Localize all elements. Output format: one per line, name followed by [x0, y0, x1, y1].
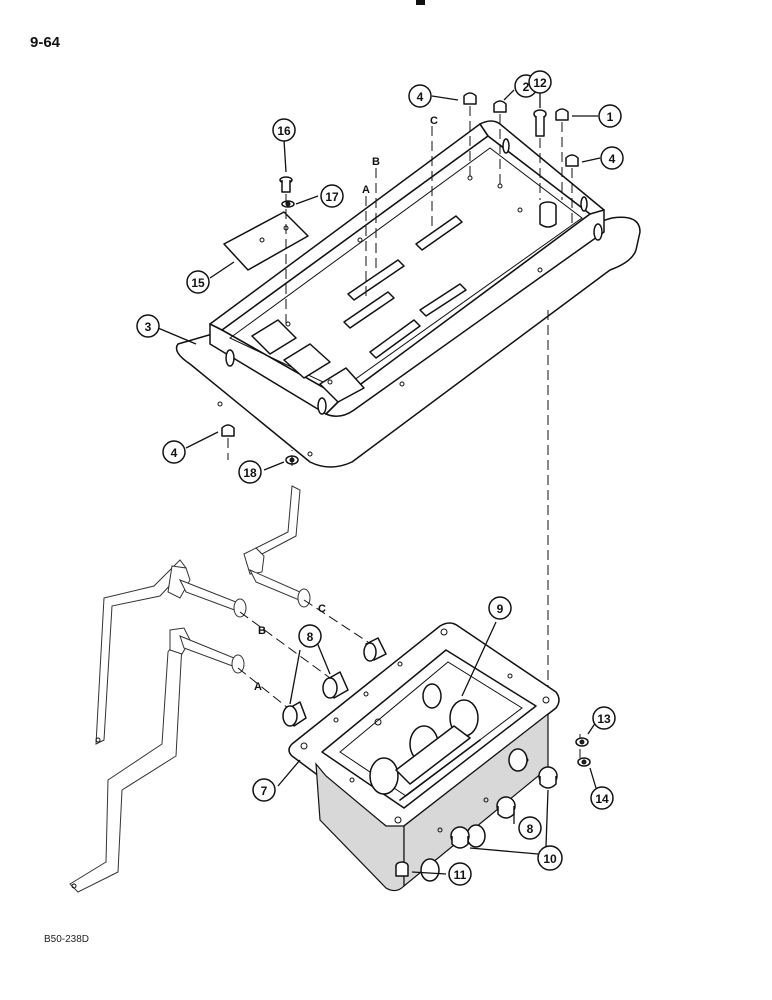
svg-text:4: 4: [609, 152, 616, 166]
callout-16: 16: [272, 118, 296, 142]
assembly-lines-upper: [227, 106, 573, 700]
callout-4c: 4: [162, 440, 186, 464]
shift-levers: [69, 485, 311, 893]
svg-text:11: 11: [454, 868, 467, 882]
svg-text:2: 2: [523, 80, 530, 94]
svg-text:15: 15: [191, 276, 205, 290]
svg-text:17: 17: [325, 190, 339, 204]
slot-label-a-upper: A: [362, 184, 370, 196]
svg-text:16: 16: [277, 124, 291, 138]
bushings: [282, 637, 387, 727]
slot-label-c-lower: C: [318, 603, 326, 615]
leader-arrows: [157, 89, 601, 875]
callout-8a: 8: [298, 624, 322, 648]
svg-text:4: 4: [417, 90, 424, 104]
svg-text:7: 7: [261, 784, 268, 798]
lever-housing: [288, 622, 560, 892]
slot-label-b-upper: B: [372, 156, 380, 168]
callout-1: 1: [598, 104, 622, 128]
screw-16: [279, 176, 295, 208]
callout-9: 9: [488, 596, 512, 620]
svg-text:9: 9: [497, 602, 504, 616]
slot-label-b-lower: B: [258, 625, 266, 637]
callout-17: 17: [320, 184, 344, 208]
callout-10: 10: [537, 845, 563, 871]
callout-18: 18: [238, 460, 262, 484]
svg-text:8: 8: [527, 822, 534, 836]
svg-text:14: 14: [595, 792, 609, 806]
slot-label-a-lower: A: [254, 681, 262, 693]
svg-text:13: 13: [597, 712, 611, 726]
page-number: 9-64: [30, 34, 61, 51]
callout-13: 13: [592, 706, 616, 730]
figure-code: B50-238D: [44, 934, 90, 945]
callout-14: 14: [590, 786, 614, 810]
callout-4b: 4: [600, 146, 624, 170]
callout-8b: 8: [518, 816, 542, 840]
svg-text:4: 4: [171, 446, 178, 460]
callout-12: 12: [528, 70, 552, 94]
header-mark: [416, 0, 425, 5]
callout-4a: 4: [408, 84, 432, 108]
callout-15: 15: [186, 270, 210, 294]
svg-text:12: 12: [533, 76, 547, 90]
callout-11: 11: [448, 862, 472, 886]
slot-label-c-upper: C: [430, 115, 438, 127]
svg-text:8: 8: [307, 630, 314, 644]
svg-text:18: 18: [243, 466, 257, 480]
callout-3: 3: [136, 314, 160, 338]
svg-text:10: 10: [543, 852, 557, 866]
console-plate: [175, 120, 641, 468]
plugs-and-fasteners: [395, 737, 591, 877]
callout-7: 7: [252, 778, 276, 802]
svg-text:1: 1: [607, 110, 614, 124]
svg-text:3: 3: [145, 320, 152, 334]
